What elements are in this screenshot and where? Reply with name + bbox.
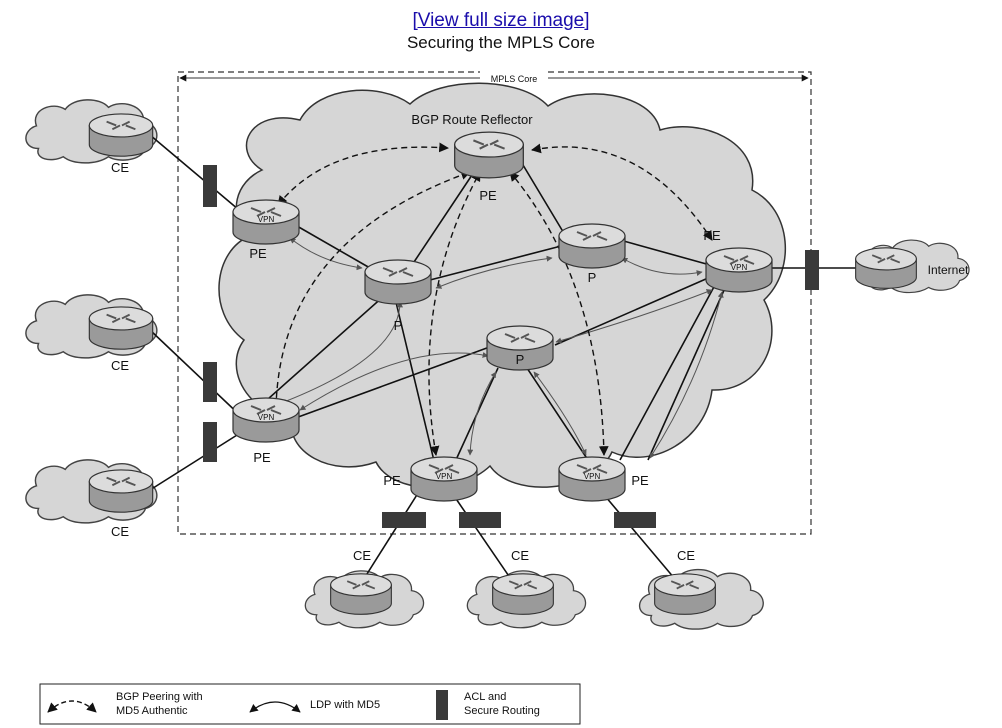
route-reflector-label: BGP Route Reflector bbox=[411, 112, 533, 127]
ce-router-6 bbox=[653, 572, 717, 616]
legend-acl-line1: ACL and bbox=[464, 691, 506, 703]
ce-label-2: CE bbox=[111, 358, 129, 373]
ce-router-3 bbox=[88, 468, 154, 514]
acl-blocks bbox=[203, 165, 819, 528]
legend-bgp-line2: MD5 Authentic bbox=[116, 705, 188, 717]
pe-bottom2-label: PE bbox=[631, 473, 649, 488]
vpn-badge: VPN bbox=[436, 472, 453, 481]
legend-ldp-label: LDP with MD5 bbox=[310, 699, 380, 711]
ce-label-5: CE bbox=[511, 548, 529, 563]
legend-bgp-symbol bbox=[47, 700, 97, 713]
core-label: MPLS Core bbox=[491, 74, 538, 84]
internet-label: Internet bbox=[928, 263, 969, 277]
pe-right-label: PE bbox=[703, 228, 721, 243]
legend-acl-line2: Secure Routing bbox=[464, 705, 540, 717]
pe-topleft-label: PE bbox=[249, 246, 267, 261]
vpn-badge: VPN bbox=[584, 472, 601, 481]
ce-router-1 bbox=[88, 112, 154, 158]
p-center-label: P bbox=[516, 352, 525, 367]
legend-ldp-symbol bbox=[249, 701, 301, 713]
ce-router-4 bbox=[329, 572, 393, 616]
vpn-badge: VPN bbox=[258, 413, 275, 422]
bgp-peering-sessions bbox=[271, 142, 713, 456]
mpls-core-boundary bbox=[177, 71, 812, 535]
ce-label-1: CE bbox=[111, 160, 129, 175]
ce-label-4: CE bbox=[353, 548, 371, 563]
legend-bgp-line1: BGP Peering with bbox=[116, 691, 203, 703]
legend-acl-symbol bbox=[436, 690, 448, 720]
vpn-badge: VPN bbox=[258, 215, 275, 224]
vpn-badge: VPN bbox=[731, 263, 748, 272]
legend: BGP Peering with MD5 Authentic LDP with … bbox=[39, 683, 581, 725]
ce-label-6: CE bbox=[677, 548, 695, 563]
pe-midleft-label: PE bbox=[253, 450, 271, 465]
p-right-router bbox=[557, 222, 627, 270]
view-full-size-link[interactable]: [View full size image] bbox=[412, 10, 590, 31]
pe-bottom1-label: PE bbox=[383, 473, 401, 488]
internet-router bbox=[854, 246, 918, 290]
p-left-router bbox=[363, 258, 433, 306]
p-right-label: P bbox=[588, 270, 597, 285]
rr-pe-label: PE bbox=[479, 188, 497, 203]
ce-label-3: CE bbox=[111, 524, 129, 539]
figure-title: Securing the MPLS Core bbox=[406, 33, 596, 52]
ce-router-2 bbox=[88, 305, 154, 351]
route-reflector-router bbox=[453, 131, 525, 179]
p-left-label: P bbox=[394, 318, 403, 333]
ce-router-5 bbox=[491, 572, 555, 616]
